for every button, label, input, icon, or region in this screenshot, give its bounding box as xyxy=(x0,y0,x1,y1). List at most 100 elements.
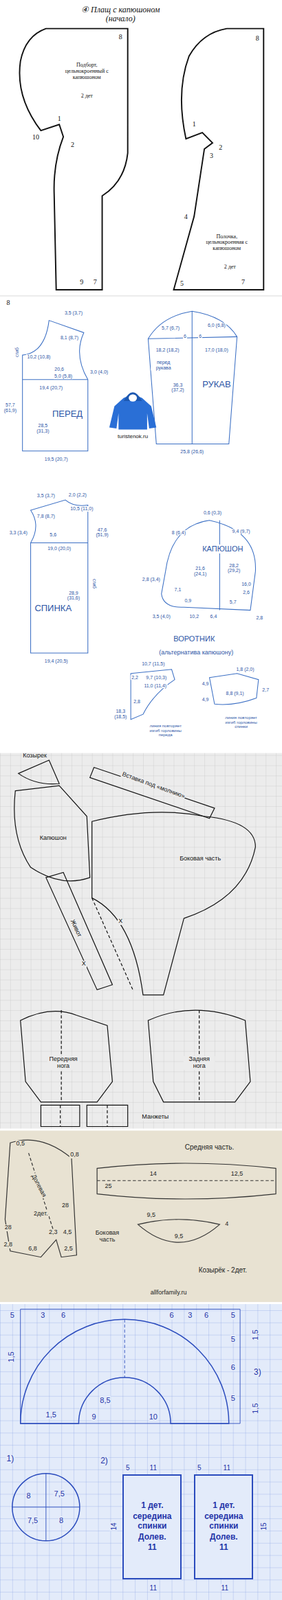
pattern-label: 3,0 (4,0) xyxy=(89,370,109,377)
pattern-label: 9,5 xyxy=(174,1235,185,1243)
pattern-label: 8,5 xyxy=(99,1398,111,1407)
pattern-label: 8 xyxy=(58,1518,64,1527)
pattern-label: 5 xyxy=(230,1313,236,1322)
pattern-label: 1,5 xyxy=(251,1330,260,1343)
pattern-label: 2 дет xyxy=(80,92,94,100)
pattern-label: сгиб xyxy=(14,347,20,359)
pattern-label: 2,3 xyxy=(48,1231,59,1239)
pattern-label: 3,5 (3,7) xyxy=(63,310,84,317)
pattern-label: 0,6 (0,3) xyxy=(202,511,223,518)
pattern-label: 28,2 (29,2) xyxy=(224,564,243,575)
pattern-label: 28,9 (31,6) xyxy=(64,591,83,602)
pattern-label: 10,2 (10,8) xyxy=(26,354,52,361)
pattern-label: 6,0 (6,8) xyxy=(207,323,227,329)
pattern-label: 8 xyxy=(118,33,124,41)
pattern-label: Х xyxy=(81,962,87,970)
pattern-label: СПИНКА xyxy=(33,603,73,614)
pattern-label: 4,5 xyxy=(62,1231,73,1239)
pattern-label: 1 xyxy=(57,114,62,123)
pattern-label: 6,8 xyxy=(27,1247,38,1255)
pattern-label: 7 xyxy=(240,278,246,287)
pattern-label: Полочка, цельнокроенная с капюшоном xyxy=(196,233,258,252)
pattern-label: 19,4 (20,7) xyxy=(38,385,64,392)
piece-text: 11 xyxy=(218,1544,230,1556)
pattern-label: 20,6 xyxy=(53,367,65,373)
piece-text: середина спинки xyxy=(195,1513,252,1535)
pattern-label: ВОРОТНИК xyxy=(172,635,216,644)
pattern-label: 8 xyxy=(255,33,260,42)
pattern-label: 3,5 (3,7) xyxy=(36,493,56,500)
pattern-label: 1,5 xyxy=(6,1353,16,1366)
pattern-label: 7,1 xyxy=(174,588,183,594)
pattern-label: 17,0 (18,0) xyxy=(204,348,230,354)
piece-outline xyxy=(4,1141,276,1260)
pattern-label: 19,5 (20,7) xyxy=(44,457,69,463)
pattern-label: линия повторяет изгиб горловины переда xyxy=(146,724,185,739)
pattern-label: 2 дет xyxy=(223,264,237,271)
pattern-label: 2,8 (3,4) xyxy=(141,577,161,584)
pattern-label: 10 xyxy=(148,1414,159,1423)
pattern-label: Х xyxy=(117,919,124,927)
pattern-label: Задняя нога xyxy=(182,1057,216,1072)
pattern-label: 1,8 (2,0) xyxy=(235,667,255,674)
pattern-label: 2,8 xyxy=(255,616,264,623)
hoodie-icon xyxy=(109,392,157,430)
pattern-label: 8 xyxy=(5,298,11,307)
pattern-label: 36,3 (37,2) xyxy=(167,383,188,394)
pattern-label: 8,8 (9,1) xyxy=(225,692,245,699)
pattern-label: 47,6 (51,9) xyxy=(93,528,112,539)
pattern-label: Козырёк - 2дет. xyxy=(198,1267,248,1276)
pattern-label: 8,1 (8,7) xyxy=(59,335,80,342)
pattern-label: (альтернатива капюшону) xyxy=(158,650,234,658)
pattern-label: 3,3 (3,4) xyxy=(8,530,29,537)
pattern-label: 10 xyxy=(31,133,40,141)
pattern-label: 15 xyxy=(259,1524,268,1534)
pattern-label: 2дет. xyxy=(33,1212,49,1220)
pattern-label: 4,9 xyxy=(201,682,210,688)
pattern-label: 11 xyxy=(222,1465,232,1474)
pattern-label: 16,0 xyxy=(240,583,252,589)
pattern-label: 5 xyxy=(9,1313,16,1322)
pattern-label: 9,5 xyxy=(146,1213,157,1221)
pattern-label: 11 xyxy=(220,1586,230,1595)
pattern-label: 2 xyxy=(218,143,223,151)
pattern-label: 11,0 (11,4) xyxy=(143,684,168,690)
pattern-label: Манжеты xyxy=(141,1115,170,1123)
pattern-label: Козырек xyxy=(22,753,48,761)
pattern-label: 8 xyxy=(26,1493,32,1503)
pattern-label: 28,5 (31,3) xyxy=(32,423,55,435)
pattern-label: 19,4 (20,5) xyxy=(44,659,69,666)
pattern-label: 25 xyxy=(103,1185,113,1192)
pattern-label: 7,5 xyxy=(53,1491,66,1501)
pattern-label: 1,5 xyxy=(45,1412,58,1422)
pattern-label: 9,4 (9,7) xyxy=(231,529,252,536)
pattern-label: 4 xyxy=(183,213,189,221)
pattern-label: 1) xyxy=(6,1456,16,1466)
pattern-label: 5 xyxy=(196,1465,203,1474)
pattern-label: 57,7 (61,9) xyxy=(2,403,18,415)
pattern-label: 28 xyxy=(4,1226,13,1234)
pattern-label: 6 xyxy=(60,1313,67,1322)
pattern-label: 6 xyxy=(182,334,188,341)
pattern-label: allforfamily.ru xyxy=(149,1291,188,1299)
sheet-title: ④ Плащ с капюшоном (начало) xyxy=(71,5,170,24)
pattern-label: РУКАВ xyxy=(201,380,232,390)
pattern-label: 19,0 (20,0) xyxy=(46,547,72,553)
pattern-label: 5,7 (6,7) xyxy=(160,326,181,333)
pattern-label: 6 xyxy=(230,1365,236,1374)
pattern-label: 14 xyxy=(109,1524,117,1534)
piece-text: Долев. xyxy=(208,1534,240,1546)
pattern-label: 6 xyxy=(203,1313,210,1322)
pattern-label: 3 xyxy=(187,1313,193,1322)
pattern-piece: 1 дет.середина спинкиДолев.11 xyxy=(193,1476,254,1582)
piece-text: 1 дет. xyxy=(139,1502,165,1514)
pattern-label: 4,9 xyxy=(201,698,210,705)
piece-outline xyxy=(14,761,256,1128)
pattern-label: 3) xyxy=(253,1370,263,1380)
pattern-label: 5 xyxy=(179,279,185,287)
pattern-label: 6 xyxy=(198,334,203,341)
piece-text: середина спинки xyxy=(123,1513,181,1535)
piece-outline xyxy=(22,311,259,721)
pattern-label: 6,4 xyxy=(209,614,219,621)
pattern-label: 5,0 (5,8) xyxy=(53,374,73,380)
